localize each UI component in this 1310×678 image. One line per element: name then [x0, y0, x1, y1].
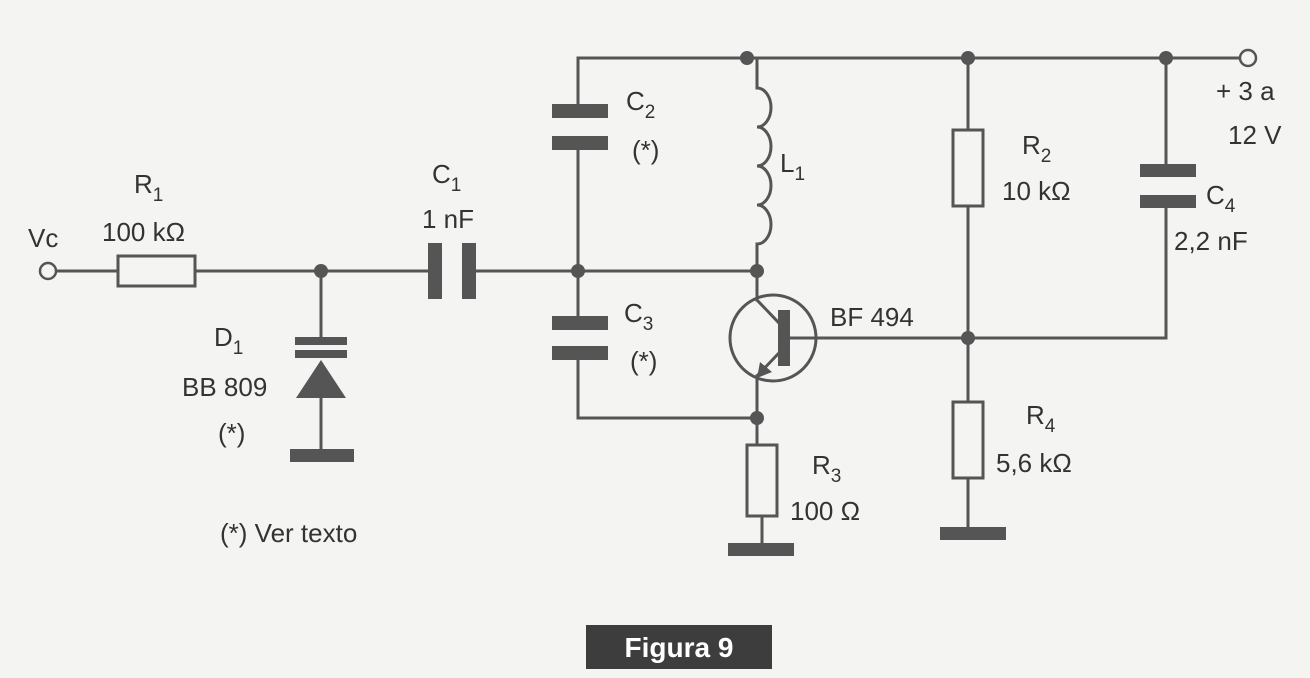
footnote: (*) Ver texto [220, 518, 357, 548]
ground-r4 [940, 527, 1006, 540]
node-d1 [314, 264, 328, 278]
node-top-l1 [740, 51, 754, 65]
c2-label: C2 [626, 86, 655, 123]
node-emitter [750, 411, 764, 425]
figure-caption-box [586, 625, 772, 669]
ground-r3 [728, 543, 794, 556]
node-c2-c3 [571, 264, 585, 278]
r2-body [951, 128, 985, 208]
node-collector [750, 264, 764, 278]
c4-label: C4 [1206, 180, 1236, 217]
l1-label: L1 [780, 148, 805, 185]
node-top-c4 [1159, 51, 1173, 65]
c4-value: 2,2 nF [1174, 226, 1248, 256]
c1-symbol [428, 243, 476, 299]
q1-value: BF 494 [830, 302, 914, 332]
supply-label-line2: 12 V [1228, 120, 1282, 150]
supply-terminal [1238, 48, 1258, 68]
d1-value: BB 809 [182, 372, 267, 402]
c4-symbol [1140, 164, 1196, 208]
varactor-d1-symbol [295, 337, 347, 398]
c2-note: (*) [632, 135, 659, 165]
d1-label: D1 [214, 322, 243, 359]
d1-note: (*) [218, 418, 245, 448]
wires [54, 56, 1242, 547]
c3-note: (*) [630, 346, 657, 376]
r2-value: 10 kΩ [1002, 176, 1071, 206]
l1-coil [755, 86, 773, 246]
c3-label: C3 [624, 298, 653, 335]
r3-label: R3 [812, 450, 841, 487]
c1-value: 1 nF [422, 204, 474, 234]
supply-label-line1: + 3 a [1216, 76, 1275, 106]
c2-symbol [552, 104, 608, 150]
junction-nodes [314, 51, 1173, 425]
r4-body [951, 400, 985, 480]
transistor-q1-symbol [728, 293, 820, 383]
c3-symbol [552, 316, 608, 360]
input-terminal [38, 261, 58, 281]
node-base [961, 331, 975, 345]
r3-body [745, 443, 779, 518]
r1-body [116, 254, 197, 288]
node-top-r2 [961, 51, 975, 65]
ground-d1 [290, 449, 354, 462]
r2-label: R2 [1022, 130, 1051, 167]
input-label: Vc [28, 223, 58, 253]
r3-value: 100 Ω [790, 496, 860, 526]
r1-label: R1 [134, 169, 163, 206]
figure-caption: Figura 9 [625, 632, 734, 663]
r4-label: R4 [1026, 400, 1056, 437]
c1-label: C1 [432, 159, 461, 196]
r1-value: 100 kΩ [102, 217, 185, 247]
r4-value: 5,6 kΩ [996, 448, 1072, 478]
